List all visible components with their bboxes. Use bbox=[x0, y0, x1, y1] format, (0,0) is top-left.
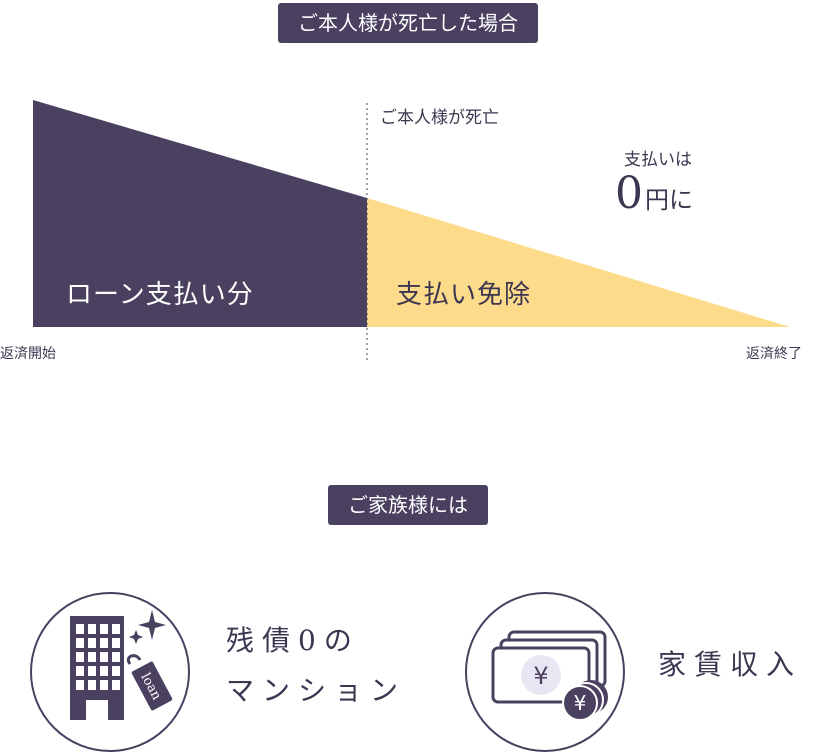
repayment-diagram bbox=[33, 100, 790, 363]
payment-note: 支払いは bbox=[624, 150, 692, 170]
svg-text:¥: ¥ bbox=[533, 662, 548, 690]
zero-unit: 円に bbox=[645, 186, 693, 214]
death-point-label: ご本人様が死亡 bbox=[380, 108, 499, 128]
building-loan-icon: loan bbox=[30, 592, 190, 752]
yen-money-icon: ¥ ¥ bbox=[465, 592, 625, 752]
loan-paid-label: ローン支払い分 bbox=[66, 280, 254, 310]
zero-yen-amount: 0円に bbox=[615, 168, 693, 219]
repayment-start-label: 返済開始 bbox=[0, 346, 56, 362]
svg-text:¥: ¥ bbox=[574, 691, 587, 715]
exempt-label: 支払い免除 bbox=[396, 280, 532, 310]
case-label: ご本人様が死亡した場合 bbox=[278, 3, 538, 43]
benefit-1-line1: 残債0の bbox=[226, 624, 360, 657]
loan-paid-area bbox=[33, 100, 367, 327]
benefit-mortgage-free-condo: 残債0の マンション bbox=[226, 616, 406, 716]
family-label: ご家族様には bbox=[328, 485, 488, 525]
benefit-1-line2: マンション bbox=[226, 674, 407, 707]
benefit-rental-income: 家賃収入 bbox=[658, 640, 802, 690]
benefit-2-line1: 家賃収入 bbox=[658, 648, 803, 681]
zero-number: 0 bbox=[615, 168, 643, 219]
repayment-end-label: 返済終了 bbox=[746, 346, 802, 362]
exempt-area bbox=[367, 198, 790, 327]
